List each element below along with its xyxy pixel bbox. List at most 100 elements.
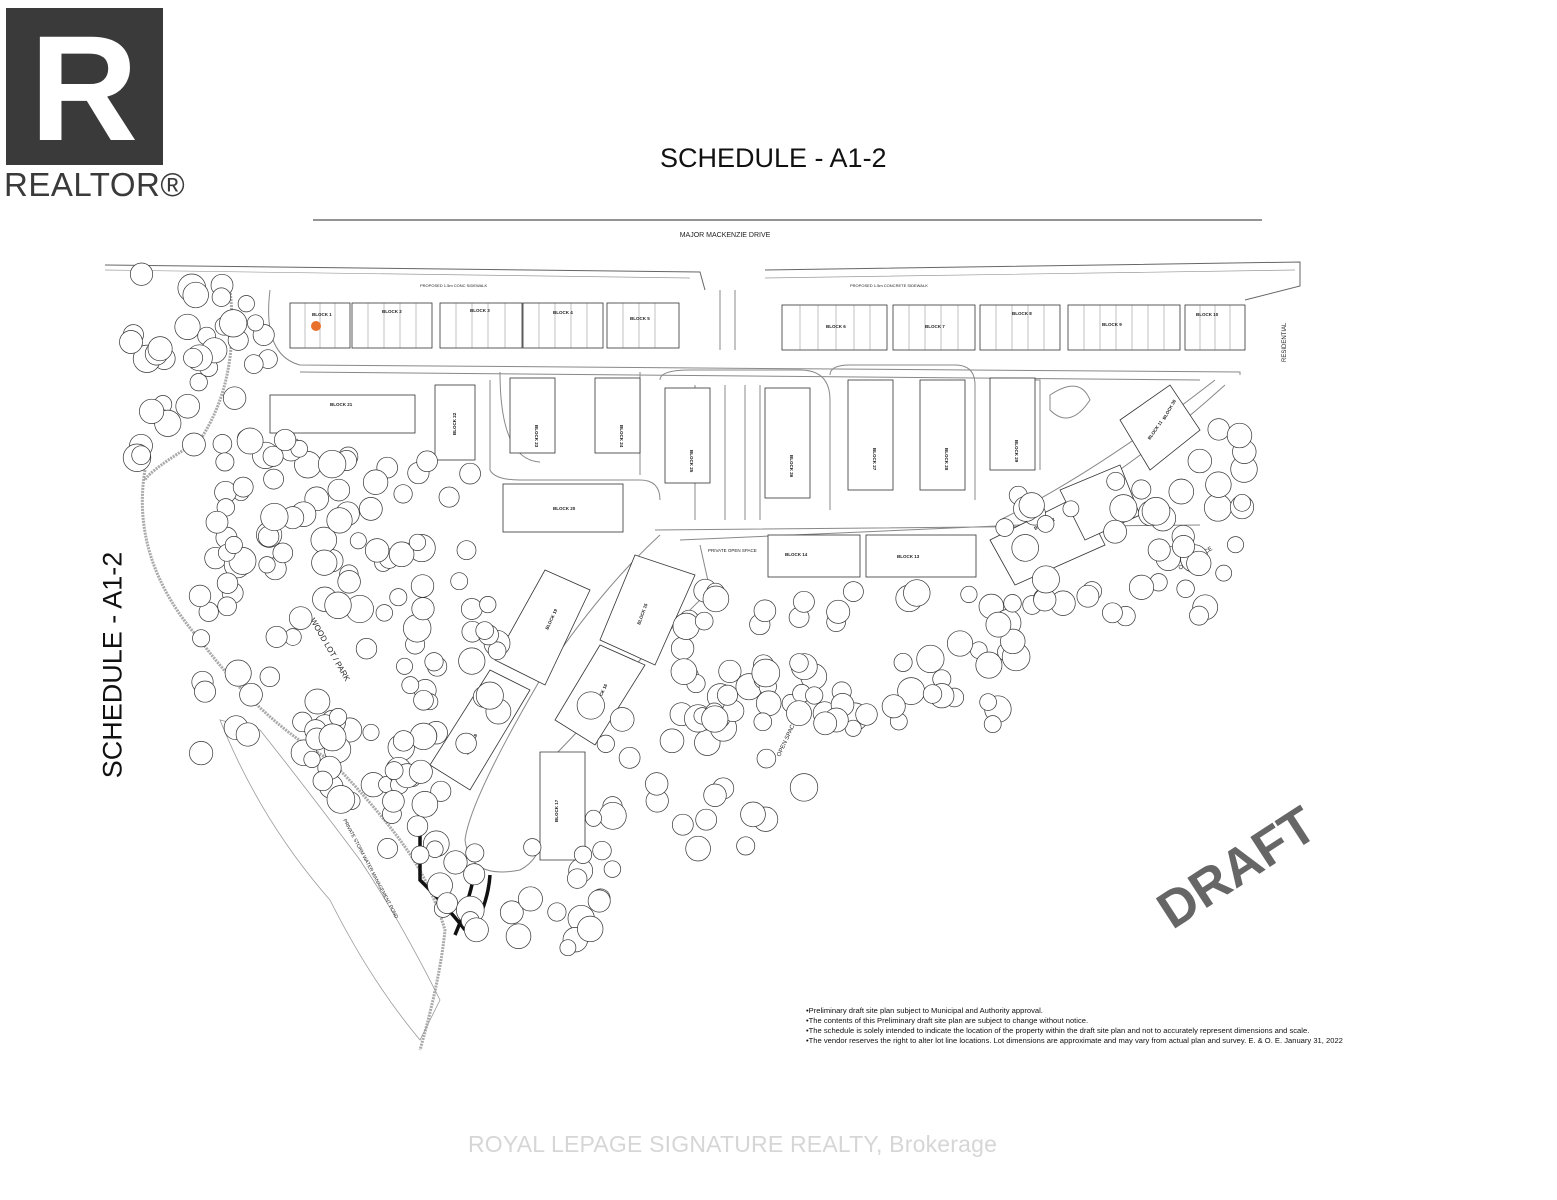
tree-icon [718,659,742,683]
tree-icon [789,653,809,673]
block-4-label: BLOCK 4 [553,310,573,315]
tree-icon [946,630,974,657]
tree-icon [995,518,1014,537]
tree-icon [312,770,333,792]
tree-icon [459,462,481,485]
tree-icon [573,845,593,864]
tree-icon [119,330,143,354]
tree-icon [547,902,567,922]
tree-icon [384,761,404,780]
tree-icon [416,450,438,473]
tree-icon [1128,574,1155,600]
tree-icon [1189,605,1209,626]
tree-icon [182,281,209,309]
tree-icon [265,625,288,648]
block-25-label: BLOCK 25 [689,450,694,473]
tree-icon [753,599,777,623]
tree-icon [598,801,627,830]
tree-icon [192,629,211,648]
tree-icon [789,773,819,802]
tree-icon [523,838,542,857]
block-20-label: BLOCK 20 [553,506,576,511]
tree-icon [685,835,711,862]
tree-icon [843,581,864,602]
tree-icon [670,658,698,685]
tree-icon [408,759,433,784]
tree-icon [413,689,434,711]
tree-icon [235,722,260,747]
tree-icon [424,652,444,672]
tree-icon [805,686,824,705]
tree-icon [786,700,812,727]
schedule-title: SCHEDULE - A1-2 [660,143,887,173]
note-line: •The vendor reserves the right to alter … [806,1036,1343,1045]
tree-icon [258,556,276,574]
tree-icon [211,287,232,307]
tree-icon [1172,535,1195,558]
tree-icon [1106,471,1126,491]
sidewalk-label-1: PROPOSED 1.5m CONC SIDEWALK [420,283,488,288]
tree-icon [401,676,420,694]
tree-icon [701,705,729,733]
brokerage-watermark: ROYAL LEPAGE SIGNATURE REALTY, Brokerage [468,1131,998,1157]
realtor-logo: R REALTOR® [0,0,185,215]
tree-icon [587,889,611,913]
tree-icon [855,703,878,726]
property-location-marker [311,321,321,331]
tree-icon [592,840,612,861]
tree-icon [259,666,280,687]
tree-icon [1203,493,1232,522]
tree-icon [349,532,367,550]
tree-icon [389,588,408,607]
tree-icon [260,502,289,532]
tree-icon [577,915,604,943]
tree-icon [1215,564,1233,582]
tree-icon [893,652,913,672]
tree-icon [362,723,380,741]
tree-icon [576,691,605,720]
tree-icon [222,386,247,410]
tree-icon [603,860,622,878]
block-3-label: BLOCK 3 [470,308,490,313]
block-23-label: BLOCK 23 [534,425,539,448]
tree-icon [1011,534,1039,562]
tree-icon [303,750,321,768]
storm-pond-label: PRIVATE STORM WATER MANAGEMENT POND [341,818,399,920]
tree-icon [755,690,782,717]
note-line: •The contents of this Preliminary draft … [806,1016,1089,1025]
tree-icon [219,309,248,338]
residential-label: RESIDENTIAL [1282,322,1288,362]
tree-icon [585,809,602,827]
tree-icon [139,398,165,424]
tree-icon [813,711,838,736]
block-27-label: BLOCK 27 [872,448,877,471]
tree-icon [430,780,452,802]
tree-icon [375,604,393,622]
open-space-label-2: OPEN SPACE [776,720,798,757]
tree-icon [456,540,477,561]
tree-icon [694,611,714,631]
tree-icon [182,432,206,457]
tree-icon [985,611,1012,638]
tree-icon [475,681,504,710]
tree-icon [1205,471,1232,498]
tree-icon [1207,418,1230,441]
tree-icon [410,574,435,598]
tree-icon [188,584,212,608]
tree-icon [262,445,284,467]
tree-icon [194,680,216,703]
tree-icon [659,728,685,754]
tree-icon [618,746,641,769]
tree-icon [1147,538,1171,562]
tree-icon [217,596,237,617]
tree-icon [975,651,1003,679]
tree-icon [1226,422,1253,449]
tree-icon [212,434,233,454]
tree-icon [983,715,1002,733]
tree-icon [736,836,756,856]
tree-icon [393,484,413,504]
tree-icon [979,693,997,711]
tree-icon [465,843,485,863]
street-label: MAJOR MACKENZIE DRIVE [680,232,771,239]
tree-icon [236,427,264,455]
